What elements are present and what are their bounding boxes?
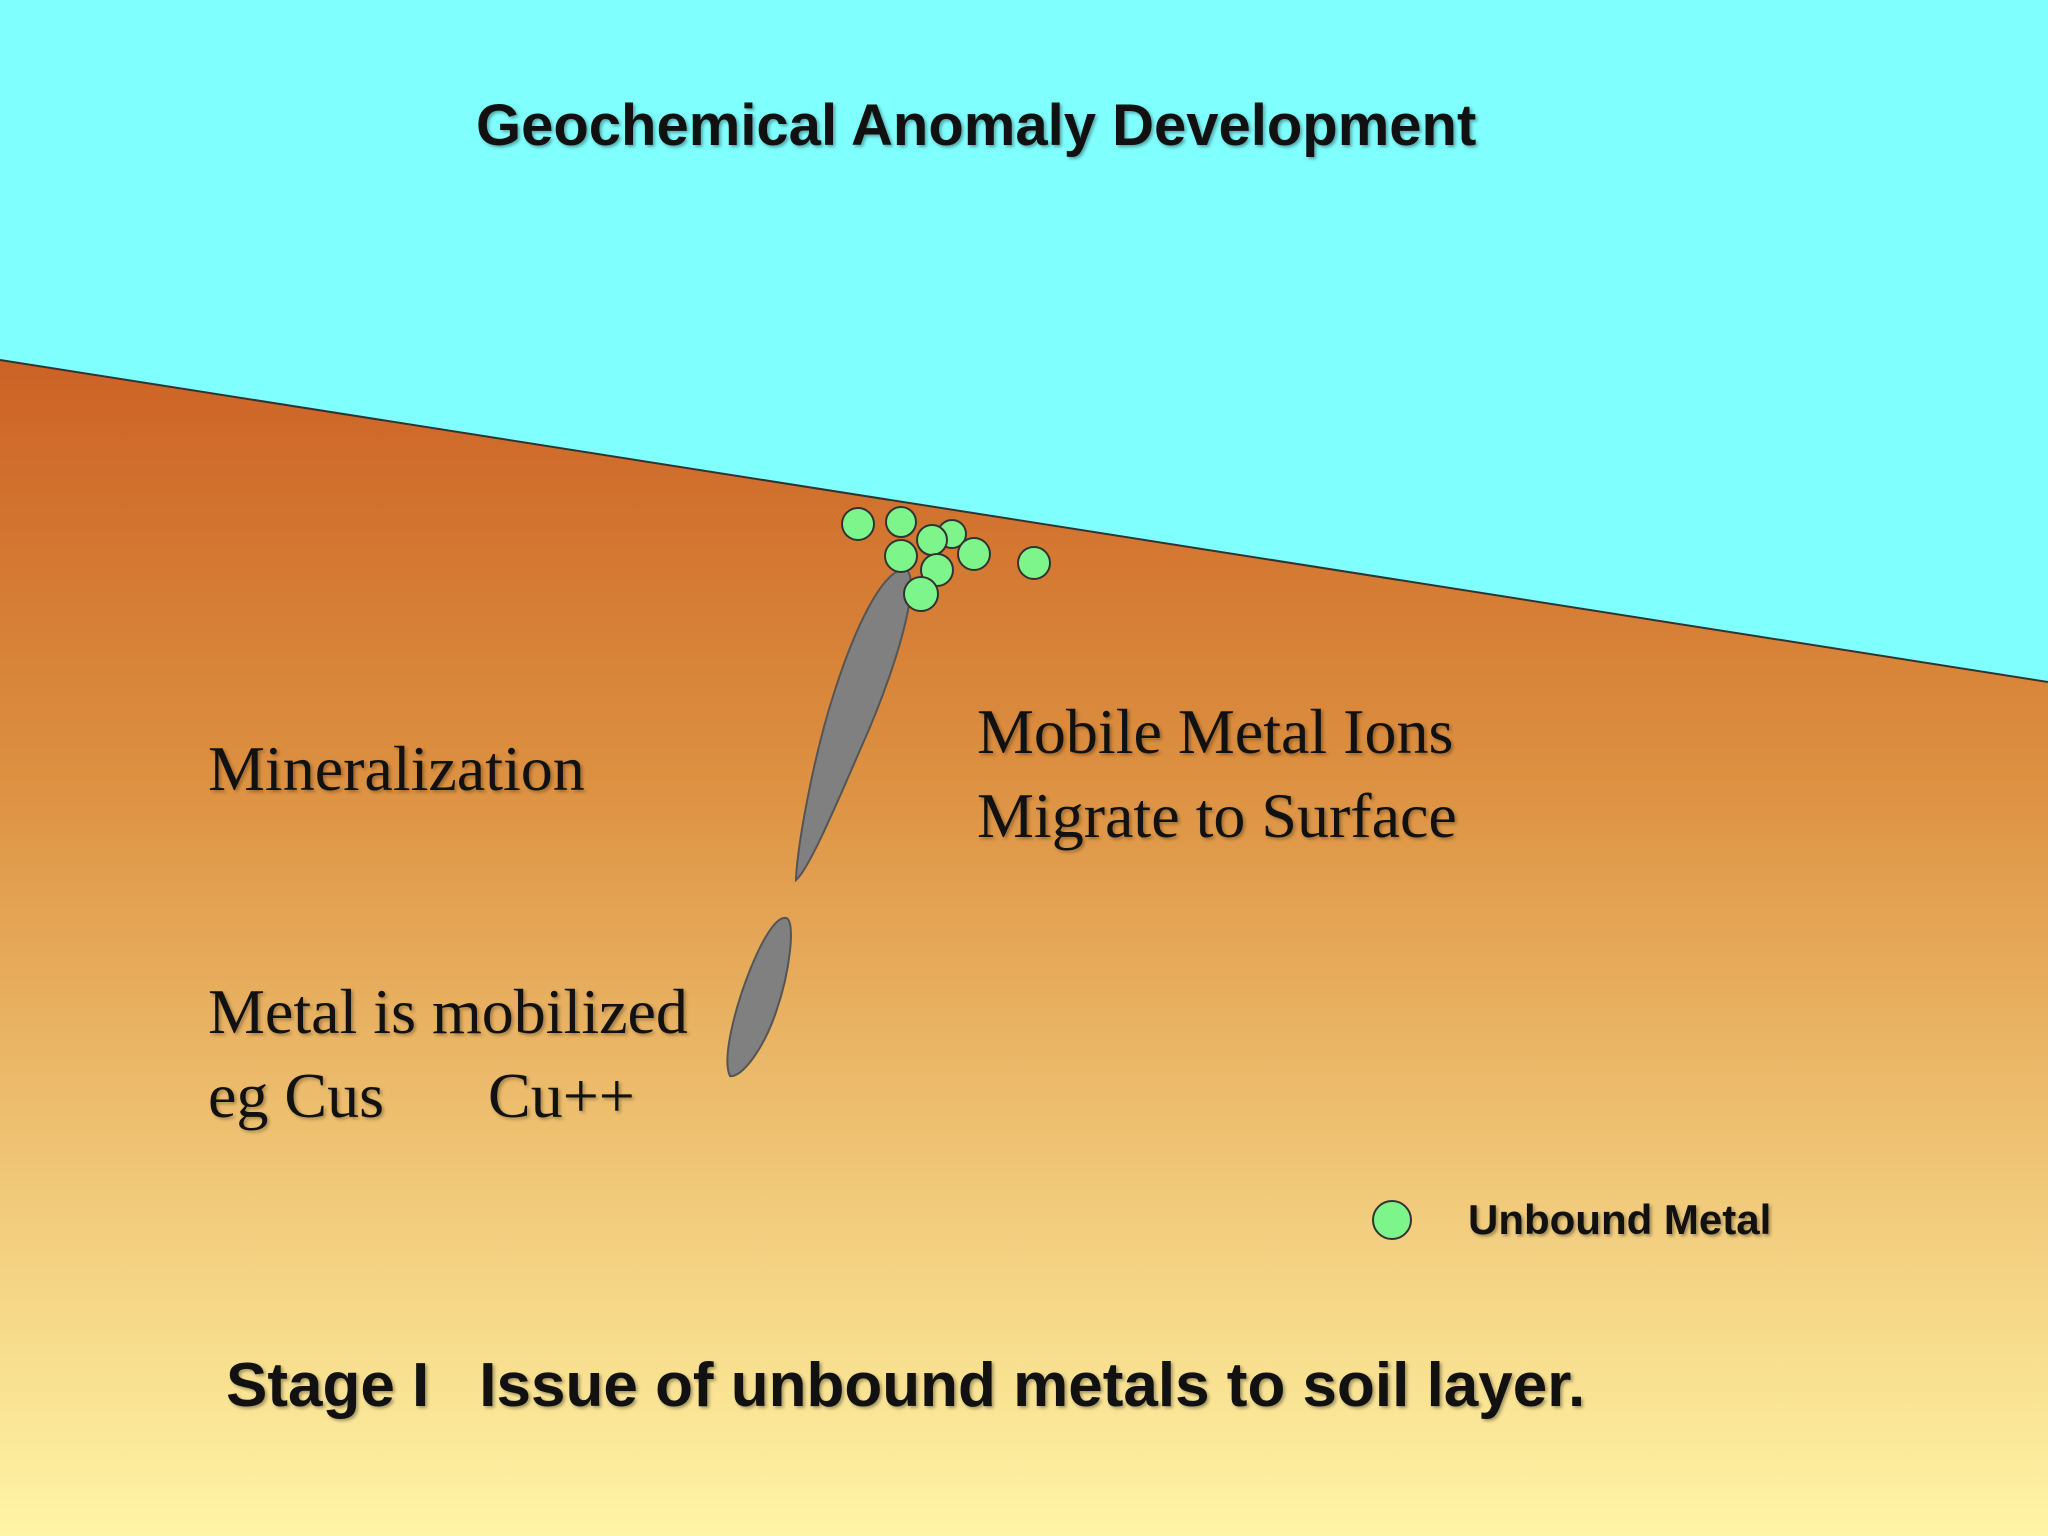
label-mobile-line2: Migrate to Surface (977, 780, 1457, 851)
ore-vein-lower (726, 916, 792, 1078)
stage-caption: Stage I Issue of unbound metals to soil l… (226, 1350, 1585, 1421)
unbound-metal-ion (1017, 546, 1051, 580)
unbound-metal-ion (903, 576, 939, 612)
stage-description: Issue of unbound metals to soil layer. (479, 1351, 1586, 1420)
ore-vein-upper (794, 568, 912, 883)
stage-label: Stage I (226, 1351, 430, 1420)
unbound-metal-ion (884, 539, 918, 573)
unbound-metal-ion (957, 537, 991, 571)
soil-layer (0, 360, 2048, 1536)
label-metal-mobilized: Metal is mobilized eg Cus Cu++ (208, 970, 688, 1138)
label-mineralization: Mineralization (208, 733, 585, 804)
green-circle-icon (1372, 1200, 1412, 1240)
ground-surface-line (0, 359, 2048, 683)
label-cus: eg Cus (208, 1060, 384, 1131)
legend-label: Unbound Metal (1468, 1196, 1772, 1243)
label-mobilized-line2: eg Cus Cu++ (208, 1054, 688, 1138)
label-mobilized-line1: Metal is mobilized (208, 976, 688, 1047)
label-mobile-line1: Mobile Metal Ions (977, 696, 1454, 767)
unbound-metal-cluster (841, 506, 1051, 612)
unbound-metal-ion (841, 507, 875, 541)
unbound-metal-ion (916, 524, 948, 556)
label-mobile-metal-ions: Mobile Metal Ions Migrate to Surface (977, 690, 1457, 858)
unbound-metal-ion (885, 506, 917, 538)
diagram-title: Geochemical Anomaly Development (476, 93, 1477, 158)
label-cu-ion: Cu++ (488, 1060, 635, 1131)
